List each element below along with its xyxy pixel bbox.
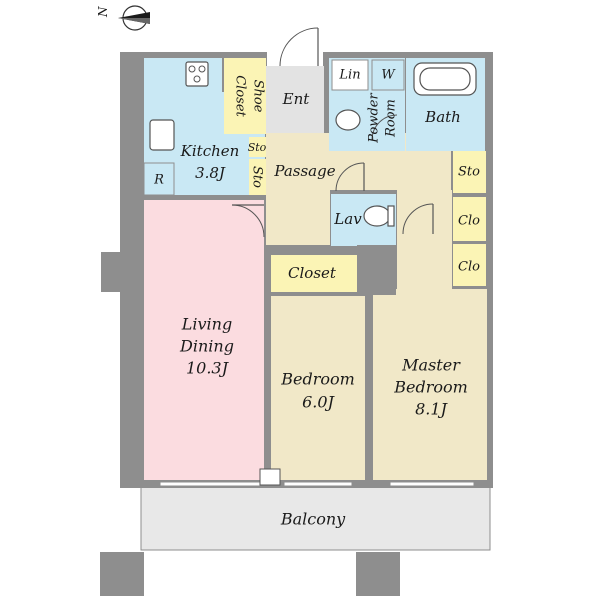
powder-room-name-1: Powder — [367, 93, 382, 144]
wall-living-divider — [264, 245, 271, 480]
powder-room-name-2: Room — [384, 99, 399, 138]
living-size: 10.3J — [186, 359, 230, 378]
washer-area — [371, 59, 405, 91]
balcony-column-left — [100, 552, 144, 596]
toilet-tank — [387, 205, 395, 227]
balcony — [140, 486, 491, 551]
living-name-1: Living — [181, 315, 232, 334]
clo2-area — [453, 244, 486, 286]
window-master — [389, 481, 475, 487]
living-dining-area — [144, 200, 264, 480]
sto-right-name: Sto — [458, 165, 480, 180]
kitchen-sink — [149, 119, 175, 151]
clo1-name: Clo — [458, 214, 480, 229]
window-bedroom — [283, 481, 353, 487]
bath-name: Bath — [424, 108, 461, 126]
shoe-closet-name-2: Closet — [233, 75, 248, 117]
storage-kitchen-area — [249, 159, 266, 195]
master-size: 8.1J — [415, 400, 448, 419]
passage-name: Passage — [273, 162, 335, 180]
bedroom-area — [271, 296, 365, 480]
entrance-area — [266, 66, 324, 133]
compass: N — [96, 5, 150, 31]
window-living — [159, 481, 261, 487]
master-bedroom-area — [373, 289, 487, 480]
shoe-closet-name-1: Shoe — [251, 80, 266, 113]
wall-pillar-center — [357, 245, 396, 295]
toilet-bowl — [363, 205, 391, 227]
powder-door-arc — [371, 114, 398, 141]
bedroom-name: Bedroom — [280, 370, 355, 389]
passage-area-lower — [266, 190, 330, 245]
storage-small-area — [249, 137, 266, 157]
entrance-name: Ent — [282, 90, 311, 108]
shoe-closet-area — [224, 58, 266, 134]
kitchen-size: 3.8J — [195, 164, 226, 182]
living-name-2: Dining — [179, 337, 234, 356]
refrigerator-name: R — [153, 173, 164, 188]
closet-area — [271, 255, 357, 292]
compass-needle-light — [118, 18, 150, 24]
bathtub-inner — [419, 67, 471, 91]
clo2-name: Clo — [458, 260, 480, 275]
storage-right-area — [453, 151, 486, 193]
closet-name: Closet — [288, 264, 337, 282]
linen-area — [331, 59, 369, 91]
stove-burner-2 — [198, 65, 206, 73]
balcony-column-right — [356, 552, 400, 596]
sto-small-name: Sto — [248, 141, 267, 154]
linen-name: Lin — [338, 68, 360, 83]
master-name-2: Bedroom — [393, 378, 468, 397]
north-label: N — [96, 6, 110, 18]
master-door-arc — [402, 203, 434, 235]
entrance-door-arc — [279, 27, 319, 67]
stove-burner-3 — [193, 75, 201, 83]
sto-kitchen-name: Sto — [250, 166, 265, 188]
clo1-area — [453, 197, 486, 241]
refrigerator-area — [143, 162, 175, 196]
stove — [185, 61, 209, 87]
left-column — [101, 252, 123, 292]
lavatory-door-arc — [335, 162, 365, 192]
washer-name: W — [381, 68, 396, 83]
wall-bedroom-divider — [365, 292, 373, 480]
bedroom-size: 6.0J — [302, 393, 335, 412]
master-bedroom-area-top — [397, 245, 452, 289]
bottom-pillar — [259, 468, 281, 486]
powder-sink — [335, 109, 361, 131]
kitchen-name: Kitchen — [180, 142, 240, 160]
outer-wall-notch — [267, 45, 323, 67]
lavatory-name: Lav — [333, 210, 362, 228]
stove-burner-1 — [188, 65, 196, 73]
master-name-1: Master — [401, 356, 461, 375]
balcony-name: Balcony — [280, 510, 346, 529]
